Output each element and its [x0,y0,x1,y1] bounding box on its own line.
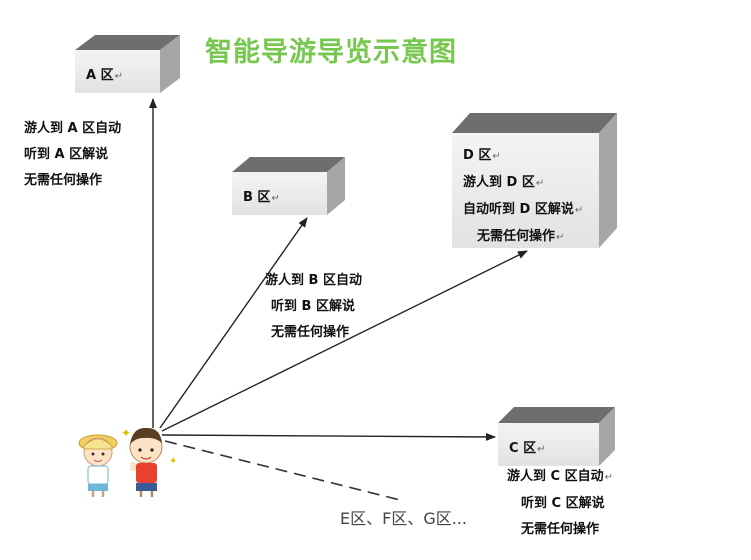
zone-c-box [498,407,615,466]
zone-c-line-1: 游人到 C 区自动↵ [507,469,613,484]
zone-c-label: C 区↵ [509,441,546,456]
more-zones-label: E区、F区、G区... [340,509,467,528]
tourist-girl-figure [78,434,118,497]
zone-c-annotation: 游人到 C 区自动↵ 听到 C 区解说 无需任何操作 [507,464,613,543]
zone-d-line-2: 自动听到 D 区解说↵ [463,202,584,217]
zone-d-line-1: 游人到 D 区↵ [463,175,545,190]
zone-a-label: A 区↵ [86,68,123,83]
dashed-line-more-zones [164,440,401,501]
sparkle-icon: ✦ [169,456,177,467]
zone-b-line-3: 无需任何操作 [271,325,350,340]
zone-d-text: D 区↵ 游人到 D 区↵ 自动听到 D 区解说↵ 无需任何操作↵ [463,143,583,251]
arrow-to-c [161,432,496,441]
zone-d-box [452,113,617,248]
page-title: 智能导游导览示意图 [205,37,457,68]
zone-b-label: B 区↵ [243,190,280,205]
zone-a-line-2: 听到 A 区解说 [24,147,109,162]
zone-a-line-1: 游人到 A 区自动 [24,121,122,136]
zone-d-line-3: 无需任何操作↵ [477,229,565,244]
sparkle-icon: ✦ [121,426,131,440]
arrow-to-d [161,250,528,432]
arrow-to-b [159,217,308,429]
zone-a-box [75,35,180,93]
zone-d-label: D 区↵ [463,148,501,163]
zone-b-box [232,157,345,215]
zone-c-line-2: 听到 C 区解说 [521,496,605,511]
zone-a-annotation: 游人到 A 区自动 听到 A 区解说 无需任何操作 [24,116,121,194]
zone-b-line-1: 游人到 B 区自动 [265,273,362,288]
zone-b-annotation: 游人到 B 区自动 听到 B 区解说 无需任何操作 [265,268,362,346]
zone-b-line-2: 听到 B 区解说 [271,299,355,314]
zone-c-line-3: 无需任何操作 [521,522,600,537]
tourist-boy-figure [129,427,163,497]
zone-a-line-3: 无需任何操作 [24,173,103,188]
